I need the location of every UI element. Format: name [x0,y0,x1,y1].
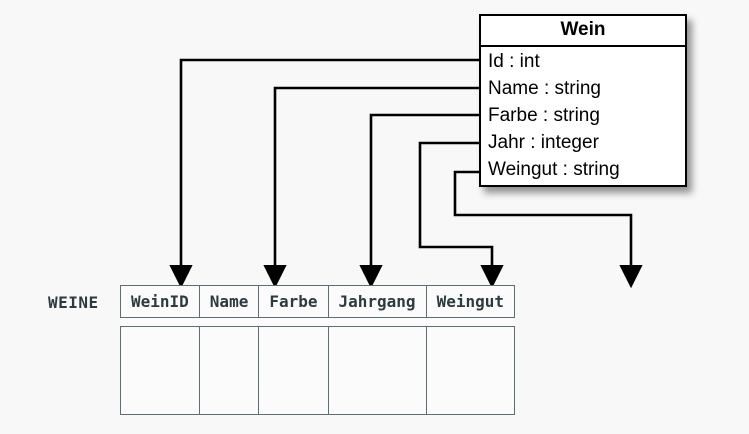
column-header-jahrgang[interactable]: Jahrgang [327,285,427,318]
connector-name-to-name [263,86,479,289]
uml-attribute-list: Id : int Name : string Farbe : string Ja… [481,47,685,185]
column-header-name[interactable]: Name [198,285,260,318]
uml-attribute: Name : string [488,78,601,99]
connector-farbe-to-farbe [359,113,479,289]
table-gap-cell [259,318,328,327]
uml-class-box[interactable]: Wein Id : int Name : string Farbe : stri… [479,14,687,187]
table-cell[interactable] [425,326,516,415]
column-header-weingut[interactable]: Weingut [425,285,516,318]
table-row [120,326,516,415]
table-cell[interactable] [258,326,329,415]
uml-attribute: Weingut : string [488,159,620,180]
table-gap-cell [328,318,426,327]
table-gap-cell [426,318,514,327]
relational-table: WeinID Name Farbe Jahrgang Weingut [120,285,516,415]
connector-id-to-weinid [169,58,479,289]
uml-attribute: Farbe : string [488,105,600,126]
table-cell[interactable] [198,326,260,415]
connector-weingut-to-weingut [453,170,643,289]
connector-jahr-to-jahrgang [418,141,504,289]
uml-class-name: Wein [481,16,685,47]
table-header-row: WeinID Name Farbe Jahrgang Weingut [120,285,516,318]
uml-attribute: Id : int [488,51,540,72]
table-cell[interactable] [327,326,427,415]
relational-table-name: WEINE [48,293,99,312]
table-gap-cell [121,318,200,327]
table-gap [121,318,515,327]
table-gap-cell [199,318,259,327]
uml-attribute: Jahr : integer [488,132,599,153]
column-header-weinid[interactable]: WeinID [120,285,200,318]
column-header-farbe[interactable]: Farbe [258,285,329,318]
table-cell[interactable] [120,326,200,415]
